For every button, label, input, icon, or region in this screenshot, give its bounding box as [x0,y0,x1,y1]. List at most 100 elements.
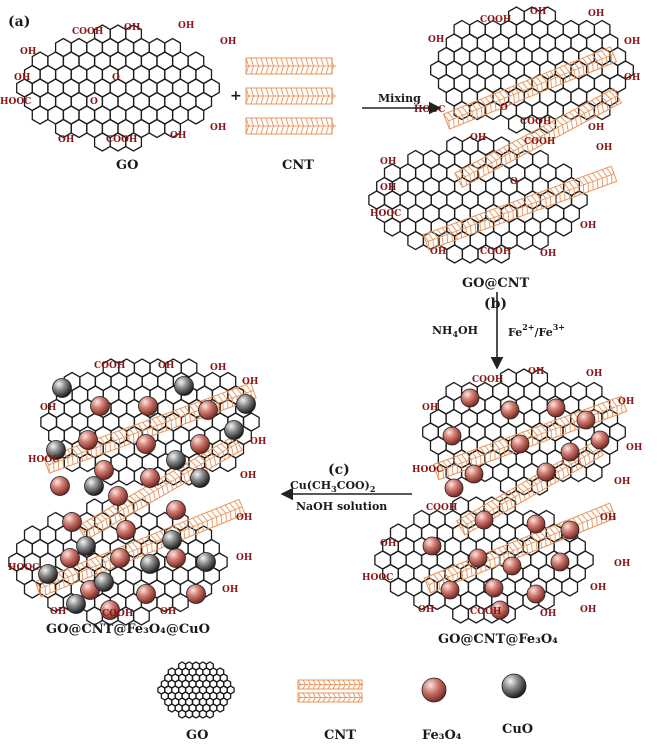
fe-group-oh-3: OH [618,397,635,407]
go-cnt-group-cooh-7: COOH [520,117,552,127]
cuo-fe-particle-9 [109,487,128,506]
cuo-group-oh-4: OH [40,403,57,413]
cuo-fe-particle-11 [63,513,82,532]
fe-group-oh-1: OH [528,367,545,377]
go-group-o-12: O [90,97,98,107]
sheet-ring [408,232,424,250]
cuo-fe-particle-5 [191,435,210,454]
legend-cuo-sphere [502,674,526,698]
cuo-fe-particle-8 [51,477,70,496]
cuo-particle-14 [67,595,86,614]
iron-a: Fe [508,326,522,339]
fe-group-cooh-14: COOH [470,607,502,617]
panel-label-b: (b) [484,296,507,312]
iron-sep: /Fe [535,326,553,339]
cuo-group-oh-14: OH [160,607,177,617]
go-cnt-group-oh-4: OH [428,35,445,45]
sheet-ring [179,710,186,718]
go-cnt-group-oh-9: OH [380,157,397,167]
go-cnt-group-oh-13: OH [380,183,397,193]
sheet-ring [385,218,401,236]
go-group-oh-9: OH [58,135,75,145]
fe-group-oh-11: OH [614,559,631,569]
go-group-oh-4: OH [20,47,37,57]
go-cnt-group-o-19: O [500,103,508,113]
sheet-ring [462,245,478,263]
go-cnt-sheet-bottom [369,137,587,263]
go-group-oh-3: OH [220,37,237,47]
fe-particle-3 [577,411,595,429]
go-cnt-group-oh-1: OH [530,7,547,17]
fe-particle-15 [469,549,487,567]
go-cnt-group-oh-17: OH [430,247,447,257]
fe-group-oh-7: OH [614,477,631,487]
sheet-ring [485,102,501,120]
iron-reagent: Fe2+/Fe3+ [508,322,565,339]
cnt-tube-2 [246,88,336,104]
go-cnt-group-oh-5: OH [624,73,641,83]
fe-particle-12 [527,515,545,533]
go-cnt-fe-label: GO@CNT@Fe₃O₄ [438,632,558,647]
cuo-particle-6 [191,469,210,488]
cuo-fe-particle-10 [167,501,186,520]
sheet-ring [220,454,236,472]
fe-group-cooh-0: COOH [472,375,504,385]
cuo-particle-1 [175,377,194,396]
cuo-particle-10 [163,531,182,550]
legend-fe-label: Fe₃O₄ [422,728,462,743]
go-cnt-group-oh-18: OH [540,249,557,259]
go-cnt-group-oh-8: OH [588,123,605,133]
cuo-particle-11 [197,553,216,572]
cuo-particle-13 [95,573,114,592]
fe-particle-13 [561,521,579,539]
fe-group-oh-17: OH [580,605,597,615]
sheet-ring [217,704,224,712]
cuo-group-oh-3: OH [242,377,259,387]
cuo-fe-particle-12 [117,521,136,540]
cuo-sheet-top [41,359,259,485]
fe-particle-14 [423,537,441,555]
sheet-ring [556,218,572,236]
sheet-ring [533,232,549,250]
cuo-particle-5 [167,451,186,470]
fe-group-oh-9: OH [600,513,617,523]
go-cnt-group-hooc-14: HOOC [370,209,401,219]
cuo-fe-particle-4 [137,435,156,454]
sheet-ring [168,704,175,712]
fe-particle-10 [445,479,463,497]
mixing-label: Mixing [378,92,421,105]
go-group-oh-2: OH [178,21,195,31]
sheet-ring [193,710,200,718]
cuo-fe-particle-1 [139,397,158,416]
cuo-fe-particle-18 [187,585,206,604]
go-group-cooh-8: COOH [106,135,138,145]
cuo-particle-9 [77,537,96,556]
cuo-fe-particle-14 [111,549,130,568]
legend-cuo-label: CuO [502,722,533,737]
fe-group-oh-2: OH [586,369,603,379]
go-group-cooh-0: COOH [72,27,104,37]
fe-particle-8 [465,465,483,483]
cuo-particle-2 [237,395,256,414]
sheet-ring [501,477,517,495]
go-cnt-group-hooc-6: HOOC [414,105,445,115]
fe-group-oh-16: OH [540,609,557,619]
sheet-ring [206,710,213,718]
cuo-group-oh-13: OH [50,607,67,617]
iron-b-charge: 3+ [553,322,565,332]
fe-group-hooc-12: HOOC [362,573,393,583]
nanoparticles [39,377,610,703]
go-cnt-group-oh-3: OH [624,37,641,47]
cu-a: Cu(CH [290,479,331,492]
base-reagent: NH4OH [432,324,478,339]
sheet-ring [447,245,463,263]
cuo-group-oh-7: OH [240,471,257,481]
cuo-particle-12 [141,555,160,574]
fe-particle-16 [503,557,521,575]
cuo-fe-particle-2 [199,401,218,420]
cnt-label: CNT [282,158,314,173]
sheet-ring [186,710,193,718]
fe-particle-0 [461,389,479,407]
go-cnt-sheet-top [431,7,634,133]
cuo-fe-particle-3 [79,431,98,450]
